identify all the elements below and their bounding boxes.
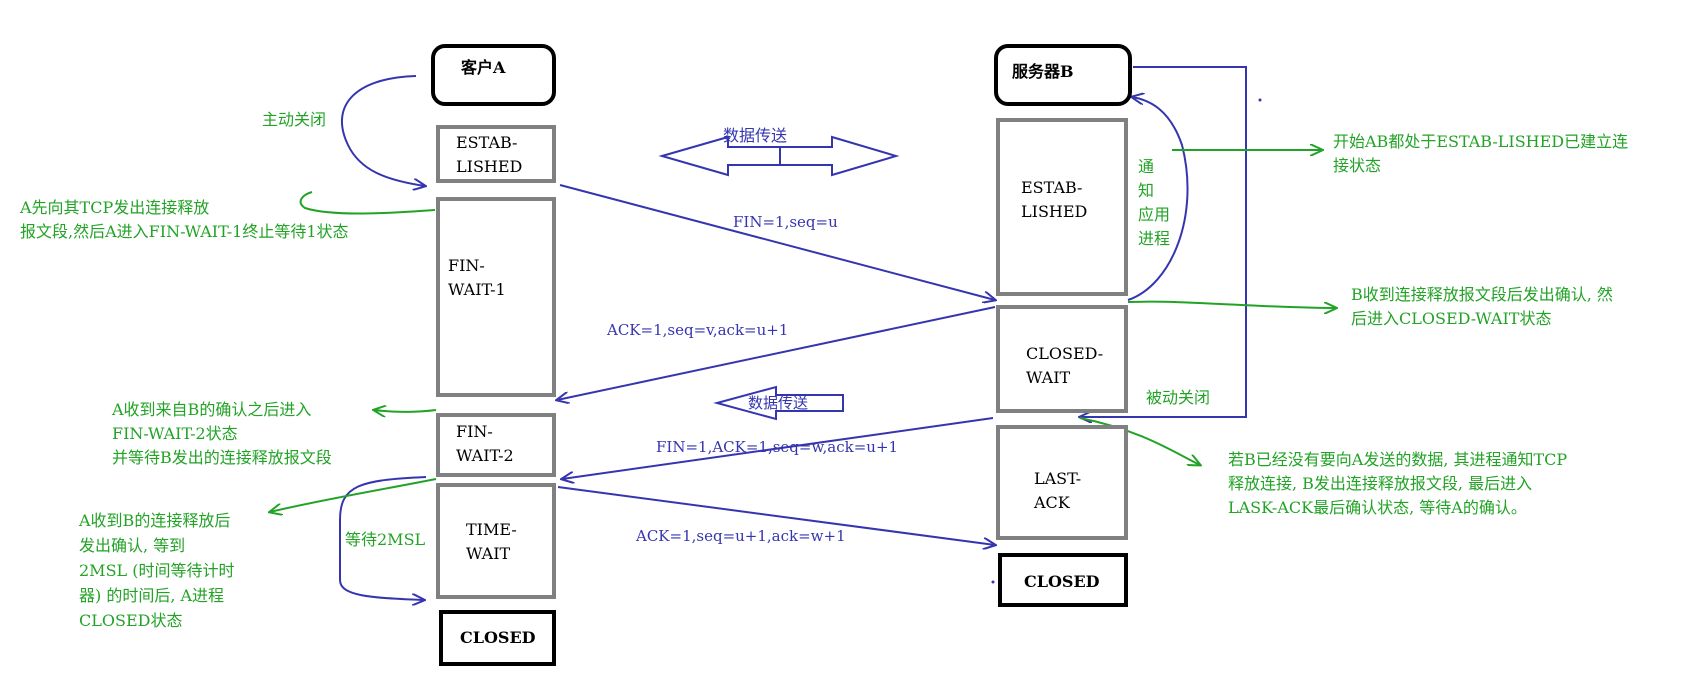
client-state-closed xyxy=(439,610,556,666)
server-state-established xyxy=(996,118,1128,296)
client-state-time-wait xyxy=(436,483,556,599)
note-wait-2msl: 等待2MSL xyxy=(345,530,426,549)
notify-app-curve xyxy=(1127,97,1189,301)
client-state-closed-label: CLOSED xyxy=(460,628,536,647)
data-transfer-left-arrow xyxy=(713,385,844,421)
server-state-close-wait xyxy=(996,305,1128,413)
note-b-close-wait: B收到连接释放报文段后发出确认, 然 后进入CLOSED-WAIT状态 xyxy=(1351,285,1613,328)
fin1-label: FIN=1,seq=u xyxy=(733,213,838,231)
fin2-label: FIN=1,ACK=1,seq=w,ack=u+1 xyxy=(656,438,899,456)
ack2-label: ACK=1,seq=u+1,ack=w+1 xyxy=(636,527,846,545)
server-state-closed xyxy=(998,553,1128,607)
server-state-close-wait-label: CLOSED- WAIT xyxy=(1026,344,1104,387)
client-state-fin-wait-2 xyxy=(436,413,556,477)
wait-2msl-bracket xyxy=(339,476,426,600)
note-a-recv-fin: A收到B的连接释放后 发出确认, 等到 2MSL (时间等待计时 器) 的时间后… xyxy=(79,511,235,630)
note-b-last-ack: 若B已经没有要向A发送的数据, 其进程通知TCP 释放连接, B发出连接释放报文… xyxy=(1228,450,1568,517)
data-transfer-double-arrow xyxy=(658,135,900,177)
server-state-established-label: ESTAB- LISHED xyxy=(1021,178,1088,221)
note-both-established: 开始AB都处于ESTAB-LISHED已建立连 接状态 xyxy=(1333,132,1629,175)
note-a-recv-ack: A收到来自B的确认之后进入 FIN-WAIT-2状态 并等待B发出的连接释放报文… xyxy=(112,400,332,467)
note-active-close: 主动关闭 xyxy=(262,110,327,129)
client-state-time-wait-label: TIME- WAIT xyxy=(466,520,517,563)
passive-close-loop xyxy=(1080,66,1247,417)
client-state-established-label: ESTAB- LISHED xyxy=(456,133,523,176)
fin2-arrow xyxy=(562,417,994,479)
client-title-box xyxy=(431,44,556,106)
fin1-arrow xyxy=(559,184,995,300)
note-passive-close: 被动关闭 xyxy=(1146,388,1211,407)
client-state-fin-wait-2-label: FIN- WAIT-2 xyxy=(456,422,514,465)
data-transfer-top-label: 数据传送 xyxy=(723,126,788,145)
server-state-last-ack-label: LAST- ACK xyxy=(1034,469,1082,512)
server-title: 服务器B xyxy=(1012,62,1074,81)
data-transfer-mid-label: 数据传送 xyxy=(748,394,809,412)
server-title-box xyxy=(994,44,1132,106)
client-state-fin-wait-1-label: FIN- WAIT-1 xyxy=(448,256,506,299)
note-notify-app: 通 知 应用 进程 xyxy=(1138,157,1171,248)
server-state-last-ack xyxy=(996,425,1128,540)
client-title: 客户A xyxy=(461,58,506,77)
ack2-arrow xyxy=(557,486,995,545)
client-state-fin-wait-1 xyxy=(436,197,556,397)
note-a-fin: A先向其TCP发出连接释放 报文段,然后A进入FIN-WAIT-1终止等待1状态 xyxy=(20,198,349,241)
server-state-closed-label: CLOSED xyxy=(1024,572,1100,591)
active-close-curve xyxy=(341,75,425,186)
ack1-label: ACK=1,seq=v,ack=u+1 xyxy=(607,321,789,339)
client-state-established xyxy=(436,125,556,183)
ack1-arrow xyxy=(557,306,996,400)
